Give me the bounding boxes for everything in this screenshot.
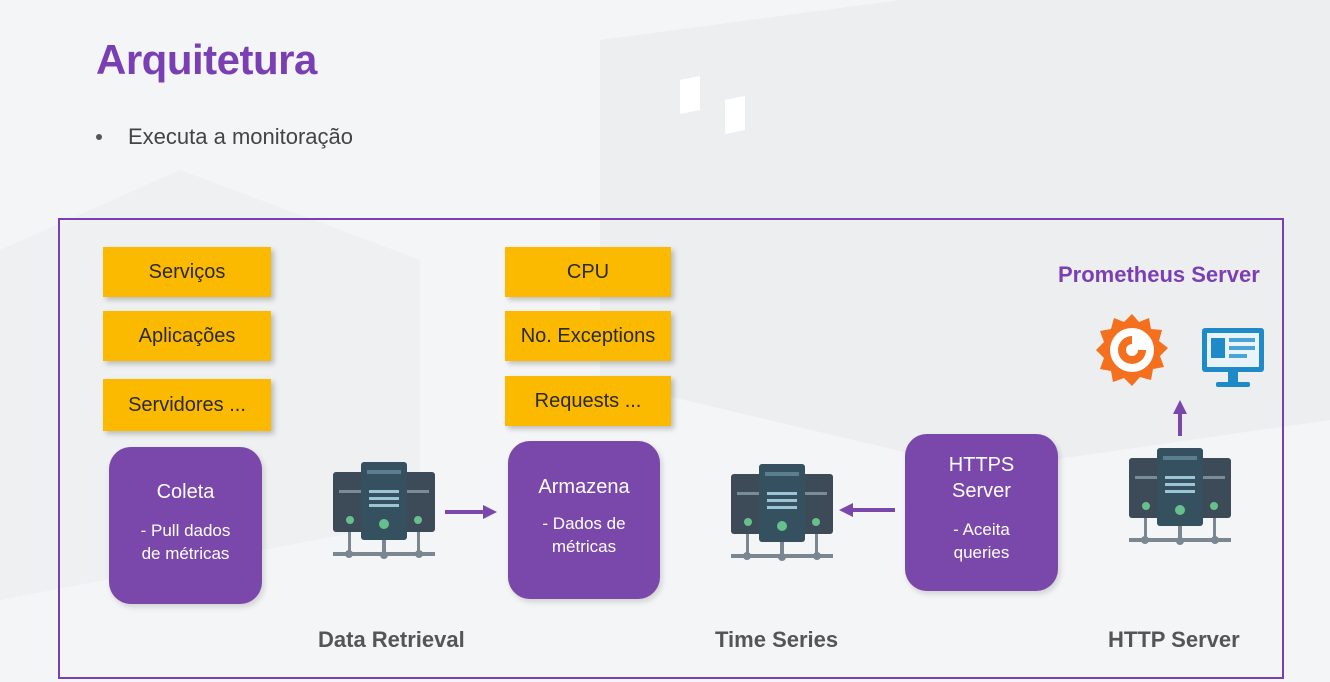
metric-box-cpu: CPU (505, 247, 671, 297)
source-box-aplicacoes: Aplicações (103, 311, 271, 361)
https-server-box: HTTPS Server - Aceita queries (905, 434, 1058, 591)
coleta-title: Coleta (156, 481, 215, 503)
server-icon (731, 464, 833, 561)
armazena-box: Armazena - Dados de métricas (508, 441, 660, 599)
server-icon (1129, 448, 1231, 545)
caption-http-server: HTTP Server (1108, 627, 1240, 652)
source-box-servicos: Serviços (103, 247, 271, 297)
bullet-text: Executa a monitoração (128, 124, 354, 149)
server-icon (333, 462, 435, 559)
prometheus-diagram-frame (58, 218, 1284, 679)
caption-time-series: Time Series (715, 627, 839, 652)
bullet-item: Executa a monitoração (96, 124, 353, 150)
armazena-desc: - Dados de métricas (542, 514, 626, 556)
metric-box-requests: Requests ... (505, 376, 671, 426)
caption-data-retrieval: Data Retrieval (318, 627, 465, 652)
prometheus-server-label: Prometheus Server (1058, 262, 1260, 287)
arrow-up-icon (1173, 400, 1187, 436)
monitor-icon (1202, 328, 1264, 387)
armazena-title: Armazena (538, 476, 630, 498)
source-box-servidores: Servidores ... (103, 379, 271, 431)
arrow-right-icon (445, 505, 497, 519)
arrow-left-icon (839, 503, 895, 517)
bullet-dot (96, 134, 102, 140)
https-server-title: HTTPS Server (948, 454, 1015, 502)
metric-box-exceptions: No. Exceptions (505, 311, 671, 361)
slide-title: Arquitetura (96, 36, 317, 83)
https-server-desc: - Aceita queries (953, 520, 1010, 562)
grafana-icon (1096, 314, 1168, 386)
coleta-box: Coleta - Pull dados de métricas (109, 447, 262, 604)
coleta-desc: - Pull dados de métricas (140, 521, 231, 563)
